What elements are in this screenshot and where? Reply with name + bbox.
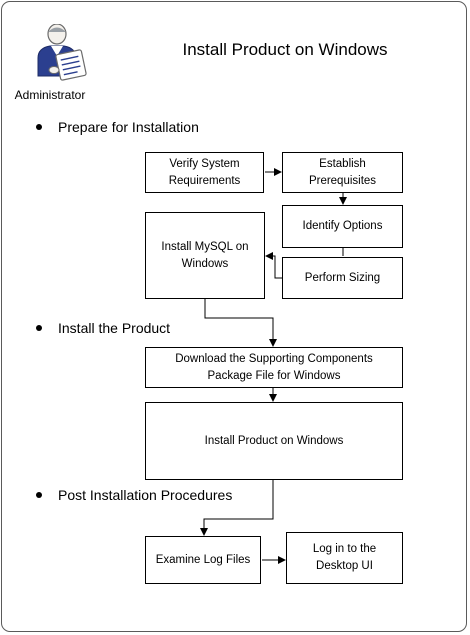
step-install-product: Install Product on Windows [145, 402, 403, 480]
step-install-mysql: Install MySQL on Windows [145, 212, 265, 299]
step-download-package: Download the Supporting Components Packa… [145, 347, 403, 388]
arrow-install-to-logs [200, 480, 274, 536]
section-prepare-label: Prepare for Installation [58, 119, 199, 135]
bullet-dot [36, 492, 42, 498]
bullet-dot [36, 124, 42, 130]
role-label: Administrator [14, 88, 86, 102]
administrator-icon [37, 24, 87, 81]
arrow-sizing-to-mysql [265, 252, 282, 279]
section-install: Install the Product [36, 320, 170, 336]
section-post: Post Installation Procedures [36, 487, 232, 503]
section-post-label: Post Installation Procedures [58, 487, 233, 503]
page-title: Install Product on Windows [182, 40, 388, 59]
section-install-label: Install the Product [58, 320, 171, 336]
section-prepare: Prepare for Installation [36, 119, 199, 135]
step-login-desktop: Log in to the Desktop UI [286, 532, 403, 584]
step-examine-logs: Examine Log Files [145, 536, 261, 584]
step-perform-sizing: Perform Sizing [282, 257, 403, 299]
step-establish-prerequisites: Establish Prerequisites [282, 152, 403, 193]
bullet-dot [36, 325, 42, 331]
step-verify-requirements: Verify System Requirements [145, 152, 264, 193]
arrow-mysql-to-download [204, 299, 277, 347]
step-identify-options: Identify Options [282, 205, 403, 248]
